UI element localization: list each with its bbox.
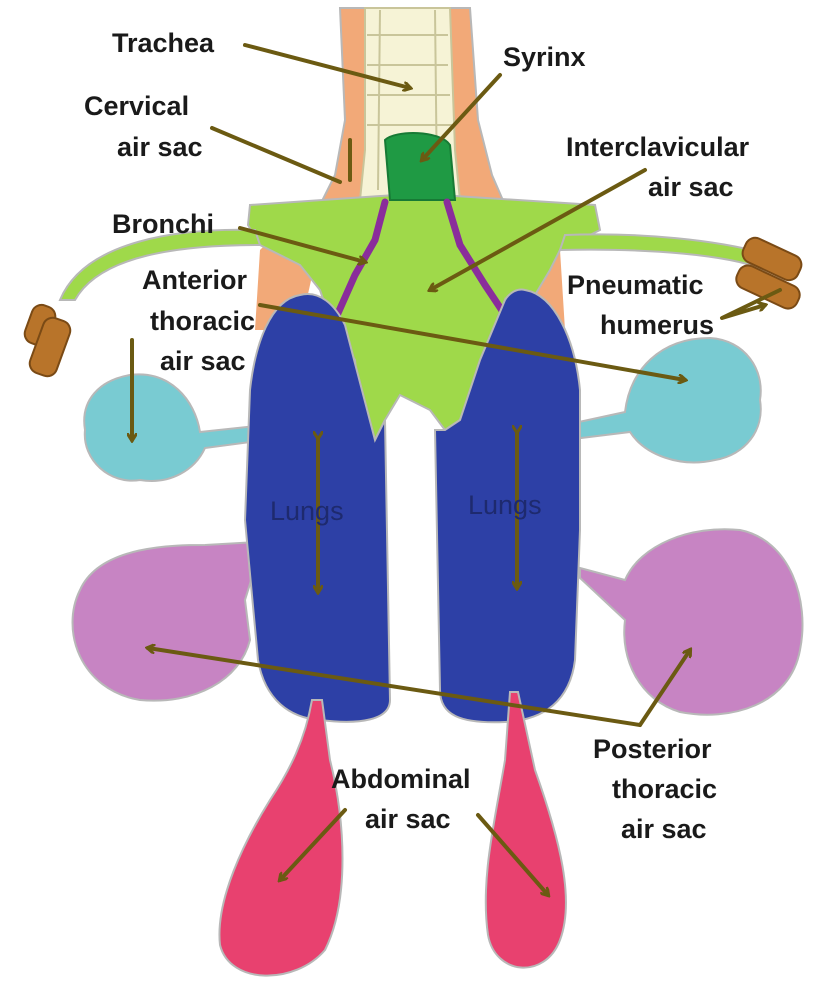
label-anterior-line3: air sac [160,346,246,376]
label-bronchi: Bronchi [112,209,214,239]
anterior-thoracic-air-sac-right [565,338,761,462]
syrinx [385,133,455,200]
abdominal-air-sac-left [219,700,342,976]
label-cervical-line1: Cervical [84,91,189,121]
label-lungs-left: Lungs [270,496,344,526]
label-interclavicular-line1: Interclavicular [566,132,750,162]
arrow-cervical [212,128,340,182]
label-pneumatic-line1: Pneumatic [567,270,704,300]
posterior-thoracic-air-sac-right [580,529,803,714]
anterior-thoracic-air-sac-left [84,374,265,481]
label-anterior-line1: Anterior [142,265,248,295]
label-syrinx: Syrinx [503,42,586,72]
humeral-duct-right [560,234,770,270]
posterior-thoracic-air-sac-left [73,542,259,701]
arrow-pneumatic [722,290,780,318]
label-pneumatic-line2: humerus [600,310,714,340]
label-lungs-right: Lungs [468,490,542,520]
label-cervical-line2: air sac [117,132,203,162]
abdominal-air-sac-right [486,692,566,968]
label-trachea: Trachea [112,28,215,58]
label-anterior-line2: thoracic [150,306,255,336]
label-posterior-line1: Posterior [593,734,712,764]
humerus-right [733,235,805,312]
label-interclavicular-line2: air sac [648,172,734,202]
label-abdominal-line2: air sac [365,804,451,834]
label-abdominal-line1: Abdominal [331,764,471,794]
humerus-left [22,302,73,379]
label-posterior-line2: thoracic [612,774,717,804]
label-posterior-line3: air sac [621,814,707,844]
